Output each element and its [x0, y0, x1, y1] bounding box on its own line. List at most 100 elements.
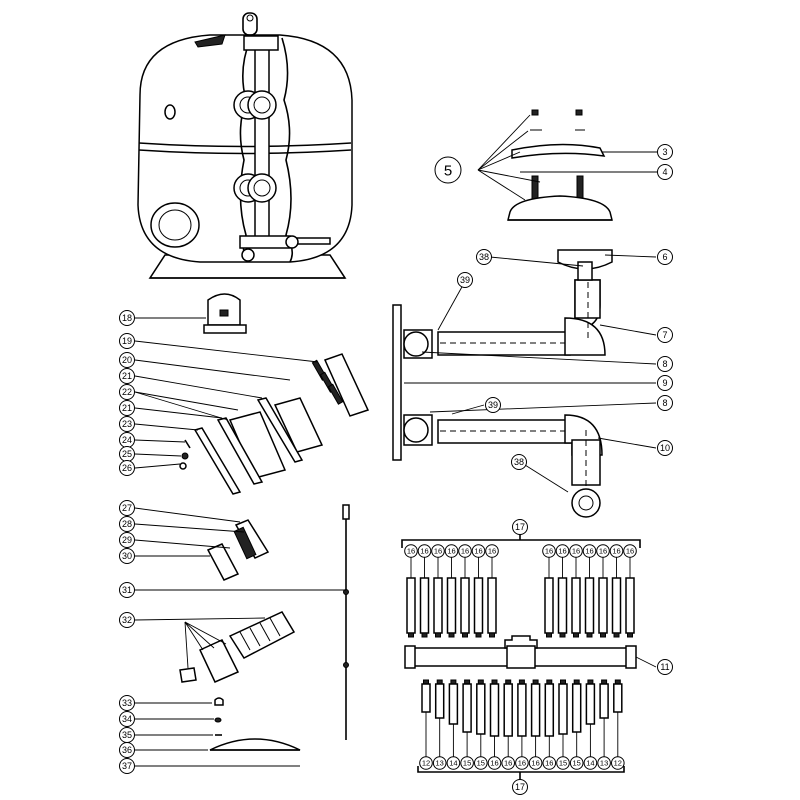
svg-text:17: 17 [515, 522, 525, 532]
svg-text:32: 32 [122, 615, 132, 625]
lateral-top-9: 16 [555, 544, 570, 638]
callout-9: 9 [657, 375, 673, 391]
callout-10: 10 [657, 440, 673, 456]
lateral-bottom-4: 15 [460, 679, 474, 770]
lateral-bottom-7: 16 [501, 679, 516, 770]
lateral-bottom-5: 15 [474, 679, 488, 770]
callout-32: 32 [119, 612, 135, 628]
callout-28: 28 [119, 516, 135, 532]
callout-30: 30 [119, 548, 135, 564]
lateral-top-label: 16 [585, 547, 593, 556]
callout-25: 25 [119, 446, 135, 462]
svg-text:26: 26 [122, 463, 132, 473]
callout-17-bottom: 17 [512, 779, 528, 795]
callout-34: 34 [119, 711, 135, 727]
lateral-top-3: 16 [431, 544, 445, 638]
callout-26: 26 [119, 460, 135, 476]
callout-24: 24 [119, 432, 135, 448]
svg-text:9: 9 [662, 378, 667, 388]
svg-text:27: 27 [122, 503, 132, 513]
lateral-top-8: 16 [542, 544, 556, 638]
lateral-bottom-label: 16 [490, 759, 498, 768]
lateral-bottom-label: 16 [518, 759, 526, 768]
callout-37: 37 [119, 758, 135, 774]
filter-tank [137, 12, 353, 279]
nozzle-parts-group [134, 293, 370, 495]
callout-3: 3 [657, 144, 673, 160]
svg-text:10: 10 [660, 443, 670, 453]
lateral-top-label: 16 [488, 547, 496, 556]
callout-27: 27 [119, 500, 135, 516]
svg-text:19: 19 [122, 336, 132, 346]
lateral-top-13: 16 [609, 544, 624, 638]
lateral-top-label: 16 [434, 547, 442, 556]
callout-39-lower: 39 [485, 397, 501, 413]
lateral-bottom-label: 15 [559, 759, 567, 768]
svg-text:28: 28 [122, 519, 132, 529]
lateral-top-label: 16 [447, 547, 455, 556]
svg-text:17: 17 [515, 782, 525, 792]
svg-text:3: 3 [662, 147, 667, 157]
svg-text:8: 8 [662, 398, 667, 408]
lateral-bottom-11: 15 [556, 679, 570, 770]
lateral-top-11: 16 [582, 544, 597, 638]
lateral-top-10: 16 [569, 544, 583, 638]
lateral-bottom-label: 12 [422, 759, 430, 768]
lateral-top-label: 16 [626, 547, 634, 556]
lateral-top-label: 16 [474, 547, 482, 556]
callout-18: 18 [119, 310, 135, 326]
callout-19: 19 [119, 333, 135, 349]
air-bleed-rod [135, 504, 350, 740]
lateral-bottom-15: 12 [611, 679, 625, 770]
lateral-top-6: 16 [471, 544, 486, 638]
lateral-top-7: 16 [485, 544, 499, 638]
callout-20: 20 [119, 352, 135, 368]
svg-text:7: 7 [662, 330, 667, 340]
callout-5: 5 [434, 156, 462, 184]
lateral-top-12: 16 [596, 544, 610, 638]
lateral-bottom-1: 12 [419, 679, 433, 770]
callout-36: 36 [119, 742, 135, 758]
lateral-bottom-label: 15 [463, 759, 471, 768]
callout-7: 7 [657, 327, 673, 343]
manifold-hub [404, 635, 657, 669]
svg-text:22: 22 [122, 387, 132, 397]
lateral-top-5: 16 [458, 544, 472, 638]
callout-33: 33 [119, 695, 135, 711]
collector-pipework [392, 249, 657, 518]
svg-text:38: 38 [514, 457, 524, 467]
lateral-bottom-label: 16 [531, 759, 539, 768]
svg-text:34: 34 [122, 714, 132, 724]
svg-text:18: 18 [122, 313, 132, 323]
diffuser-assembly [477, 109, 657, 221]
lateral-bottom-12: 15 [569, 679, 584, 770]
callout-21-upper: 21 [119, 368, 135, 384]
lateral-bottom-label: 14 [586, 759, 594, 768]
callout-23: 23 [119, 416, 135, 432]
callout-22: 22 [119, 384, 135, 400]
svg-text:24: 24 [122, 435, 132, 445]
lateral-bottom-label: 14 [449, 759, 457, 768]
callout-38-lower: 38 [511, 454, 527, 470]
lateral-bottom-label: 13 [600, 759, 608, 768]
lid-parts-group [135, 697, 301, 767]
callout-39-top: 39 [457, 272, 473, 288]
lateral-top-label: 16 [545, 547, 553, 556]
lateral-bottom-3: 14 [446, 679, 461, 770]
lateral-top-label: 16 [420, 547, 428, 556]
lateral-bottom-label: 15 [573, 759, 581, 768]
lateral-bottom-13: 14 [583, 679, 598, 770]
lateral-bottom-9: 16 [528, 679, 543, 770]
lateral-top-1: 16 [404, 544, 418, 638]
callout-29: 29 [119, 532, 135, 548]
lateral-bottom-6: 16 [487, 679, 502, 770]
lateral-bottom-2: 13 [432, 679, 447, 770]
callout-31: 31 [119, 582, 135, 598]
svg-text:39: 39 [488, 400, 498, 410]
svg-text:35: 35 [122, 730, 132, 740]
callout-8-upper: 8 [657, 356, 673, 372]
svg-text:25: 25 [122, 449, 132, 459]
